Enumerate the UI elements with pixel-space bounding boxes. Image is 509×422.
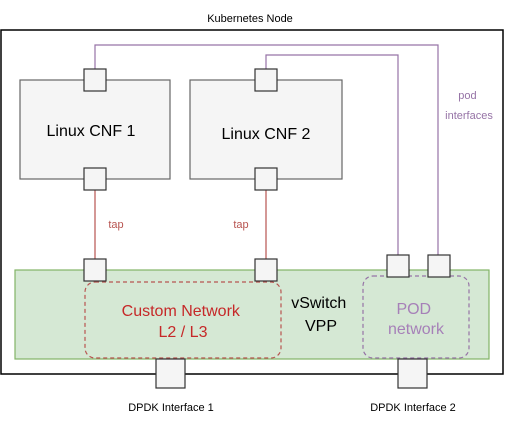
vswitch-label: vSwitch VPP: [291, 295, 351, 335]
pod-network-box[interactable]: [362, 275, 470, 359]
dpdk-port-1: [155, 358, 186, 389]
vswitch-tap-port-1: [83, 258, 107, 282]
vswitch-pod-port-1: [386, 254, 410, 278]
linux-cnf-1-label: Linux CNF 1: [47, 123, 136, 140]
tap-label-1: tap: [108, 219, 123, 231]
vswitch-area: [14, 269, 490, 360]
pod-interfaces-line2: interfaces: [445, 110, 493, 122]
vswitch-pod-port-2: [427, 254, 451, 278]
pod-network-label: POD network: [388, 301, 445, 338]
cnf1-top-port: [83, 68, 107, 92]
custom-network-label: Custom Network L2 / L3: [122, 303, 245, 341]
vswitch-tap-port-2: [254, 258, 278, 282]
cnf1-bottom-port: [83, 167, 107, 191]
pod-interfaces-line1: pod: [458, 90, 476, 102]
dpdk-interface-1-label: DPDK Interface 1: [128, 402, 214, 414]
vswitch-line2: VPP: [305, 318, 337, 335]
linux-cnf-2-box[interactable]: [189, 79, 343, 180]
pod-network-line2: network: [388, 321, 445, 338]
pod-interface-lines: [94, 44, 439, 255]
cnf2-bottom-port: [254, 167, 278, 191]
pod-line-cnf2: [265, 54, 399, 255]
dpdk-interface-2-label: DPDK Interface 2: [370, 402, 456, 414]
pod-line-cnf1: [94, 44, 439, 255]
cnf2-top-port: [254, 68, 278, 92]
cnf-ports: [83, 68, 278, 191]
dpdk-ports: [155, 358, 428, 389]
pod-interfaces-label: pod interfaces: [445, 90, 493, 122]
vswitch-line1: vSwitch: [291, 295, 346, 312]
linux-cnf-1-box[interactable]: [19, 79, 171, 180]
tap-lines: [94, 190, 267, 259]
custom-network-line1: Custom Network: [122, 303, 241, 320]
kubernetes-node-title: Kubernetes Node: [207, 13, 293, 25]
custom-network-box[interactable]: [84, 281, 282, 359]
dpdk-port-2: [397, 358, 428, 389]
tap-label-2: tap: [233, 219, 248, 231]
pod-network-line1: POD: [396, 301, 431, 318]
linux-cnf-2-label: Linux CNF 2: [222, 126, 311, 143]
vswitch-ports: [83, 254, 451, 282]
custom-network-line2: L2 / L3: [159, 324, 208, 341]
